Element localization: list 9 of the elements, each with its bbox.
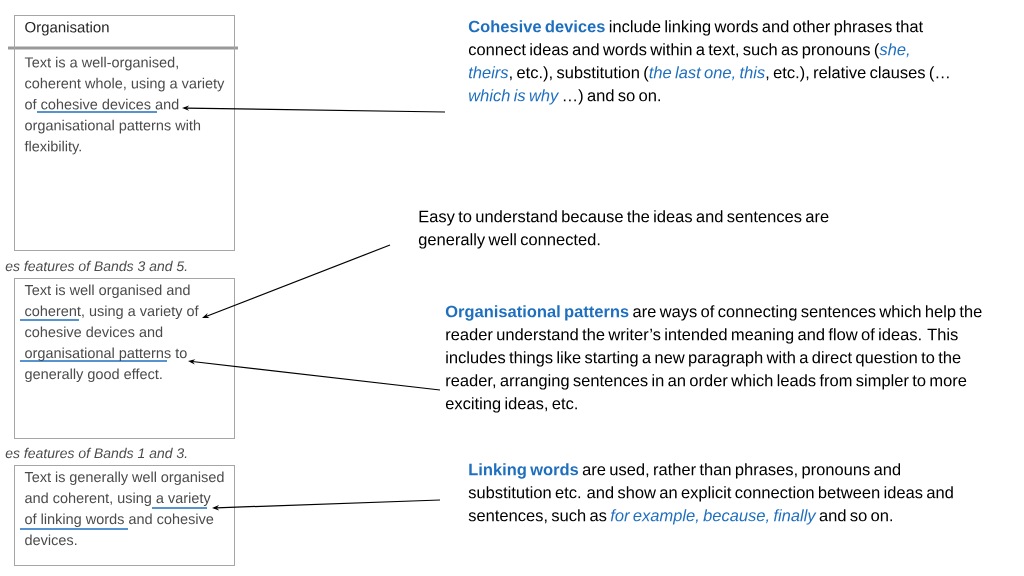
- note-text: Cohesive devices include linking words and other phrases that connect ideas and words within a text, such as pronouns (she, theirs, etc.), substitution (the last one, this, etc.), relative clauses (… which is why …) and so on.: [468, 20, 949, 105]
- caption-text: es features of Bands 3 and 5.: [5, 260, 187, 272]
- table-cell: Text is generally well organised and coherent, using a variety of linking words and cohesive devices.: [14, 465, 235, 566]
- table-cell: Organisation Text is a well-organised, coherent whole, using a variety of cohesive devices and organisational patterns with flexibility.: [14, 15, 235, 251]
- note-text: Linking words are used, rather than phrases, pronouns and substitution etc. and show an explicit connection between ideas and sentences, such as for example, because, finally and so on.: [468, 463, 953, 525]
- note-text: Easy to understand because the ideas and sentences are generally well connected.: [418, 210, 829, 249]
- caption-text: es features of Bands 1 and 3.: [5, 447, 187, 459]
- note-text: Organisational patterns are ways of connecting sentences which help the reader understand the writer’s intended meaning and flow of ideas. This includes things like starting a new paragraph with a direct question to the reader, arranging sentences in an order which leads from simpler to more exciting ideas, etc.: [445, 305, 982, 413]
- table-cell: Text is well organised and coherent, using a variety of cohesive devices and organisational patterns to generally good effect.: [14, 278, 235, 439]
